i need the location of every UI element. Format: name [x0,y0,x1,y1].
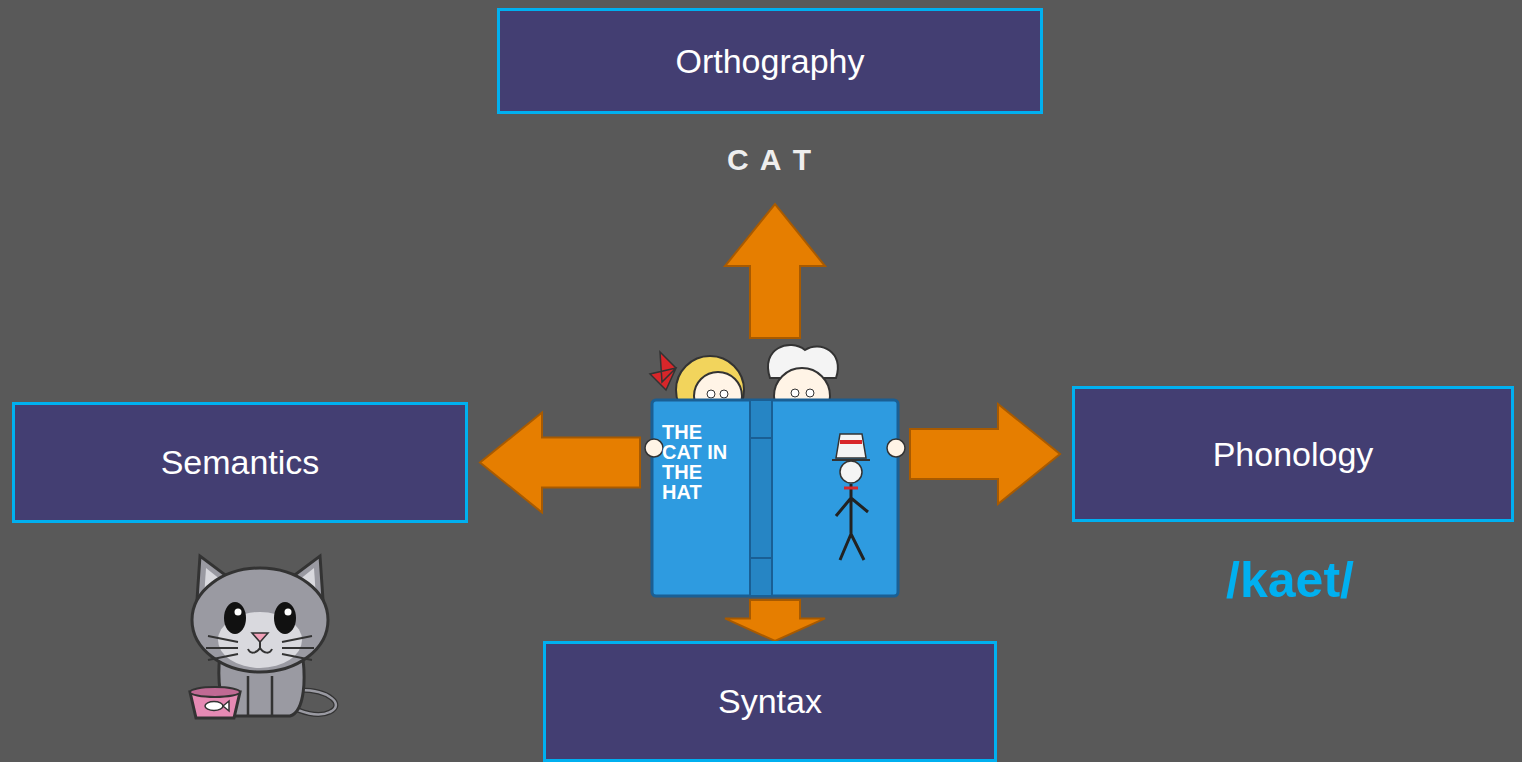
box-label: Orthography [676,42,865,81]
book-illustration: THE CAT IN THE HAT [640,338,910,600]
block-arrow [910,404,1060,504]
box-label: Semantics [161,443,320,482]
example-spelling: C A T [727,143,813,177]
concept-box: Orthography [497,8,1043,114]
block-arrow [725,204,825,338]
cat-illustration [190,556,336,718]
book-title: THE CAT IN THE HAT [662,422,746,502]
concept-box: Phonology [1072,386,1514,522]
box-label: Syntax [718,682,822,721]
concept-box: Syntax [543,641,997,762]
block-arrow [480,413,640,513]
concept-box: Semantics [12,402,468,523]
box-label: Phonology [1213,435,1374,474]
block-arrow [725,600,825,641]
example-pronunciation: /kaet/ [1226,551,1354,609]
